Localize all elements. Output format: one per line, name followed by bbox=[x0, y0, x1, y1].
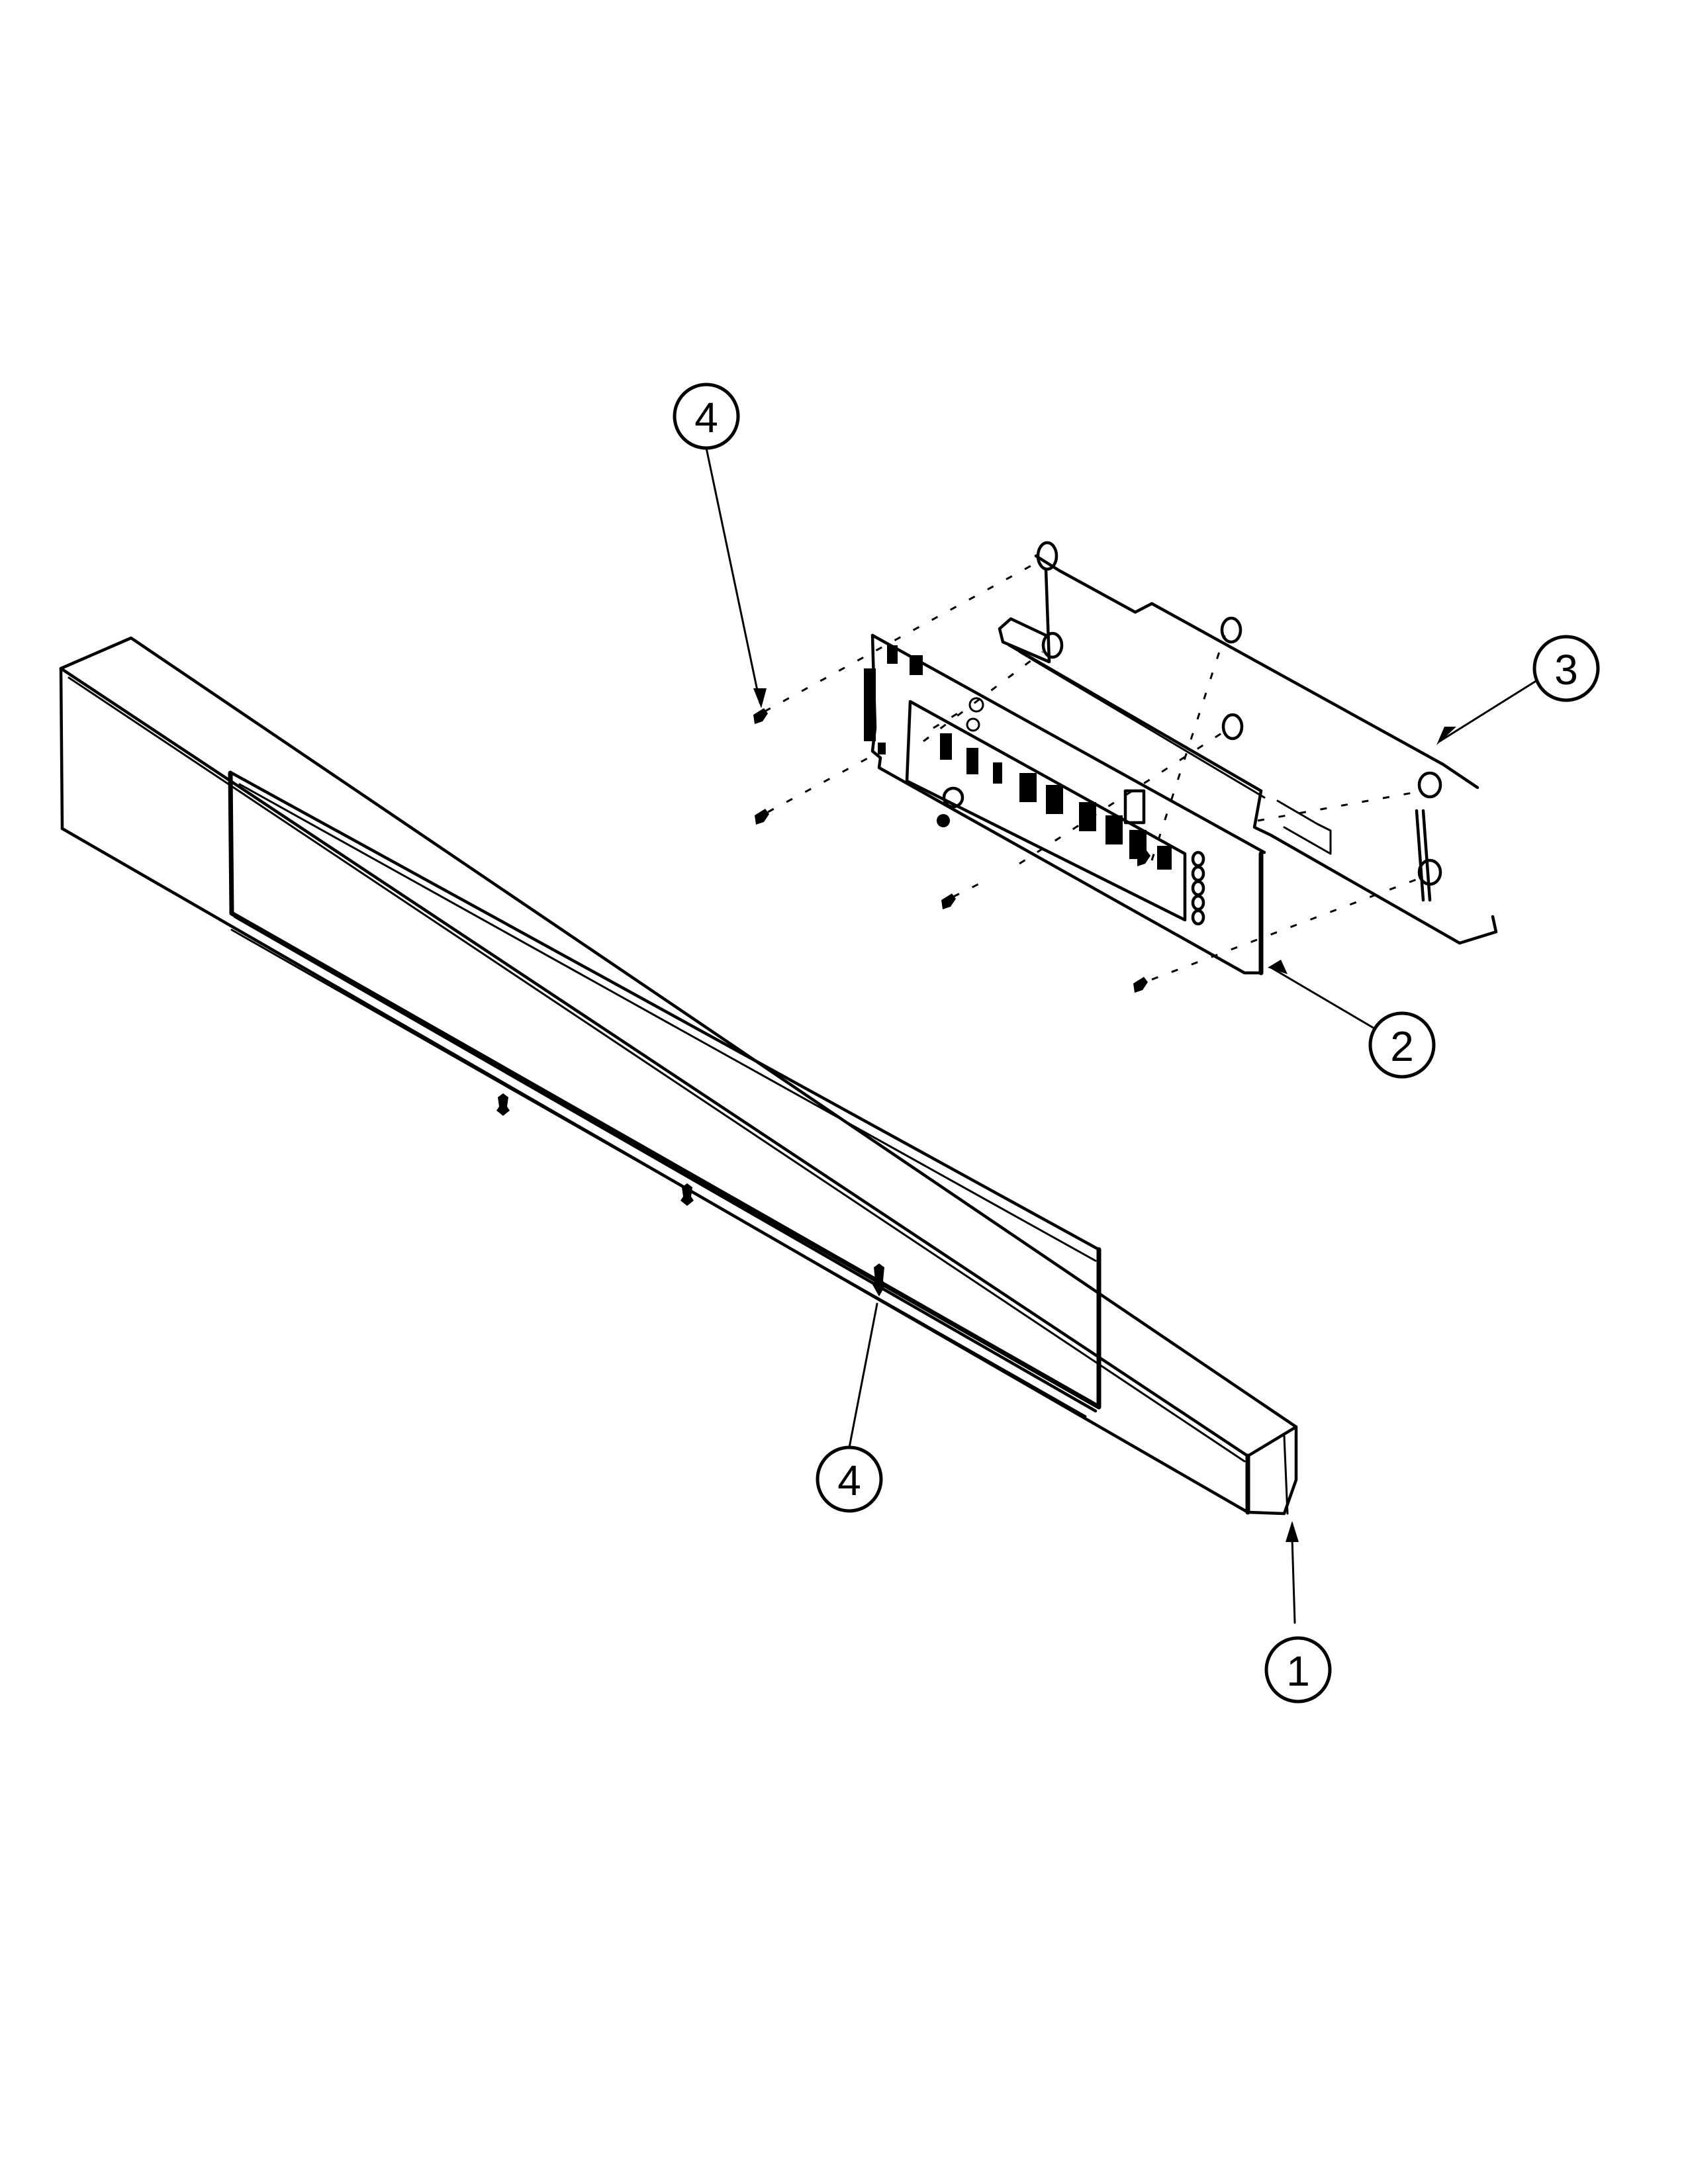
screw-icon bbox=[755, 809, 769, 825]
screw-icon bbox=[1133, 977, 1148, 993]
callout-4-bottom: 4 bbox=[816, 1302, 883, 1513]
callout-label: 4 bbox=[694, 394, 718, 441]
callout-label: 4 bbox=[837, 1457, 861, 1504]
mounting-bracket bbox=[998, 541, 1498, 945]
callout-label: 2 bbox=[1390, 1023, 1414, 1070]
screw-icon bbox=[872, 1263, 886, 1297]
callout-1: 1 bbox=[1264, 1521, 1332, 1704]
callout-label: 1 bbox=[1286, 1647, 1310, 1695]
screw-icon bbox=[680, 1183, 694, 1206]
screw-icon bbox=[941, 893, 956, 909]
control-panel-front bbox=[59, 636, 1298, 1516]
callout-3: 3 bbox=[1436, 635, 1600, 745]
screw-icon bbox=[753, 708, 768, 724]
button-column bbox=[1191, 850, 1205, 926]
screw-icon bbox=[1137, 850, 1150, 866]
callout-4-top: 4 bbox=[673, 383, 767, 708]
screw-icon bbox=[496, 1093, 510, 1116]
display-digits bbox=[940, 733, 1172, 870]
control-board-pcb bbox=[864, 633, 1266, 976]
callout-2: 2 bbox=[1268, 960, 1436, 1079]
assembly-lines bbox=[764, 560, 1424, 981]
callout-label: 3 bbox=[1554, 646, 1578, 694]
